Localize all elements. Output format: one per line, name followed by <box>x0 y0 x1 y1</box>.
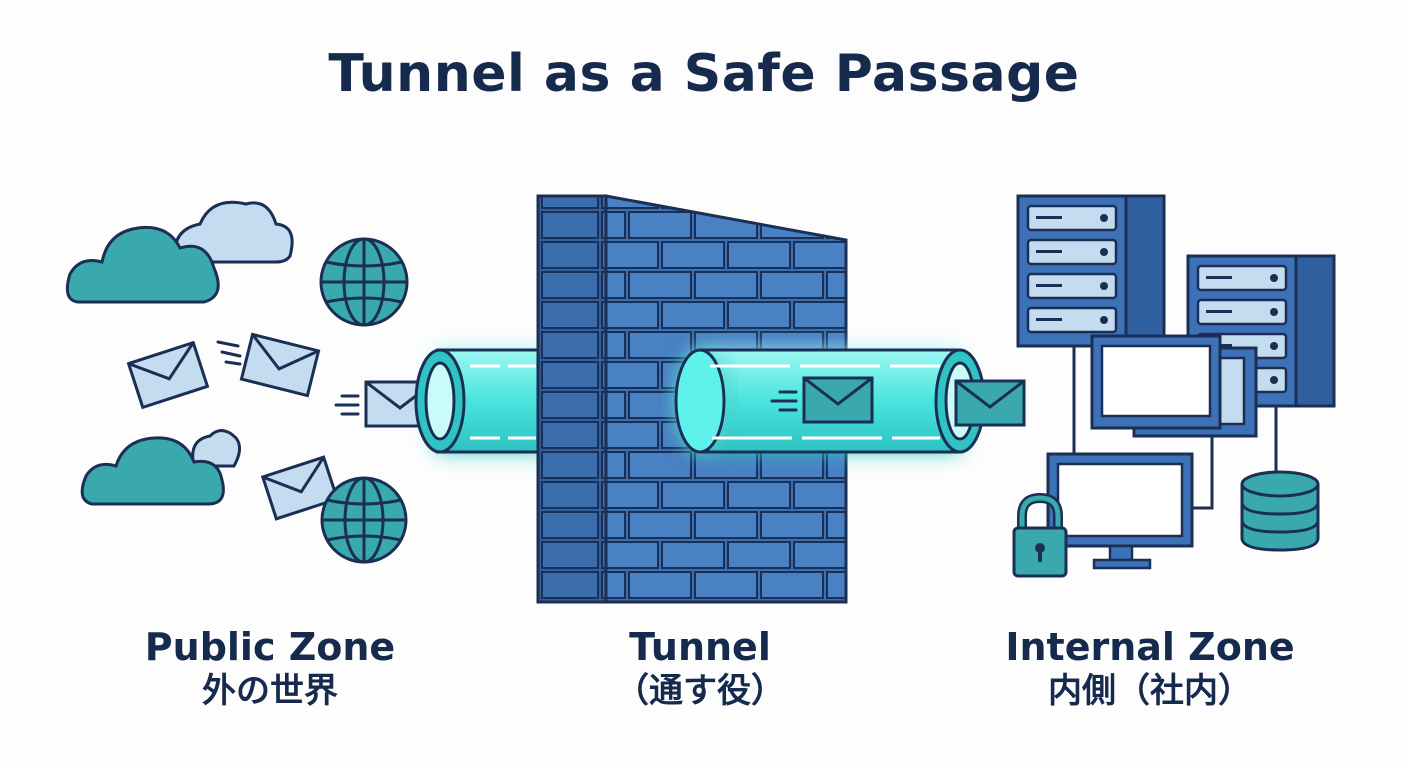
database-icon <box>1240 470 1320 552</box>
public-zone-subtitle: 外の世界 <box>202 670 338 711</box>
cloud-icon <box>173 200 294 264</box>
tunnel-pipe <box>414 348 546 454</box>
server-rack-icon <box>1016 194 1166 348</box>
tunnel-subtitle: （通す役） <box>615 670 785 711</box>
globe-icon <box>320 476 408 564</box>
globe-icon <box>319 237 409 327</box>
speed-lines <box>216 340 360 416</box>
internal-zone-title: Internal Zone <box>1005 625 1295 669</box>
speed-lines <box>770 390 798 412</box>
envelope-icon <box>802 376 874 424</box>
tunnel-label: Tunnel （通す役） <box>545 625 855 711</box>
envelope-icon <box>126 340 210 410</box>
internal-zone-subtitle: 内側（社内） <box>1048 670 1252 711</box>
internal-zone-label: Internal Zone 内側（社内） <box>985 625 1315 711</box>
padlock-icon <box>1012 492 1068 578</box>
monitor-icon <box>1090 334 1222 430</box>
public-zone-title: Public Zone <box>144 625 396 669</box>
public-zone-label: Public Zone 外の世界 <box>110 625 430 711</box>
envelope-icon <box>954 379 1026 427</box>
cloud-icon <box>65 225 220 304</box>
tunnel-title: Tunnel <box>629 625 771 669</box>
cloud-icon <box>191 429 241 468</box>
envelope-icon <box>260 455 340 521</box>
monitor-icon <box>1046 452 1194 570</box>
envelope-icon <box>239 332 321 398</box>
cloud-icon <box>80 436 225 506</box>
page-title: Tunnel as a Safe Passage <box>328 44 1080 104</box>
